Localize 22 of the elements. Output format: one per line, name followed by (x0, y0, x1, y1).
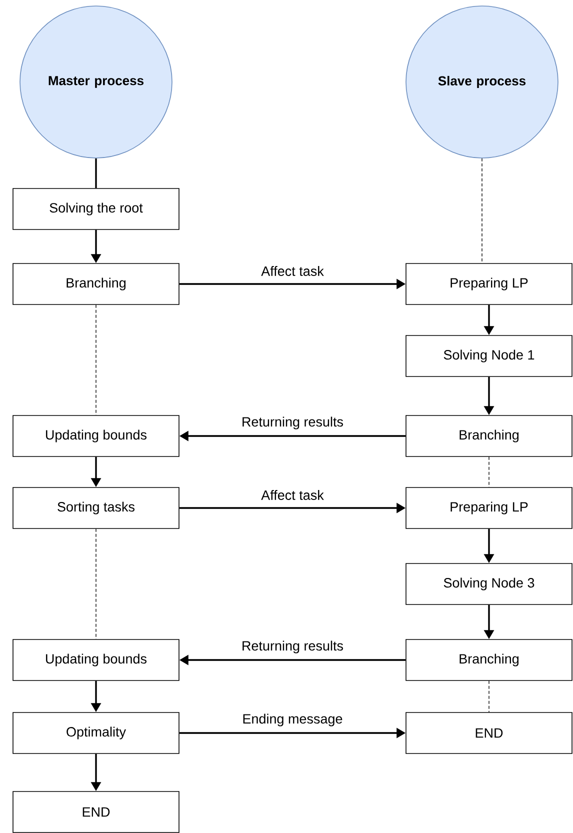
process-box: Branching (406, 639, 572, 681)
process-box: Updating bounds (12, 415, 180, 457)
process-box: Branching (406, 415, 572, 457)
process-box: Updating bounds (12, 639, 180, 681)
connector-line (488, 680, 490, 712)
edge-label: Affect task (260, 265, 325, 277)
edge-label: Ending message (241, 712, 344, 728)
connector-line (95, 158, 97, 188)
process-box: Sorting tasks (12, 487, 180, 529)
edge-label: Returning results (240, 640, 345, 654)
process-box: Solving Node 3 (406, 563, 572, 605)
process-box: Branching (12, 263, 180, 305)
process-box: END (406, 712, 572, 754)
process-box: Preparing LP (406, 263, 572, 305)
process-box: Optimality (12, 712, 180, 754)
connector-line (488, 456, 490, 488)
edge-label: Returning results (240, 416, 345, 430)
process-box: Solving Node 1 (406, 335, 572, 377)
process-box: Solving the root (12, 188, 180, 230)
process-box: Preparing LP (406, 487, 572, 529)
process-box: END (12, 791, 180, 833)
edge-label: Affect task (260, 489, 325, 501)
